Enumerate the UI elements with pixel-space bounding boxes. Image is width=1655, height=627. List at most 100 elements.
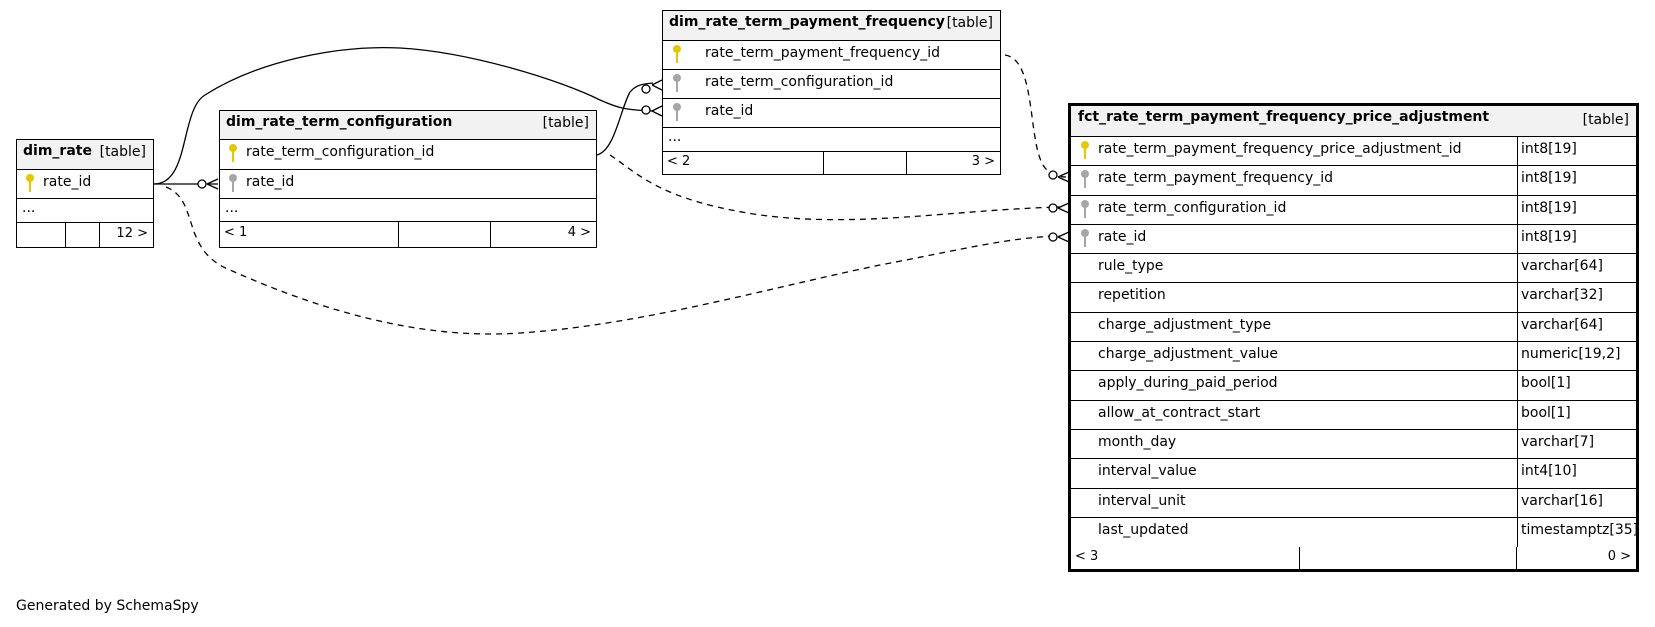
column-name: rate_id xyxy=(1098,228,1147,245)
table-type: [table] xyxy=(1582,112,1629,128)
relationship-line-payfreq-to-fact xyxy=(1004,54,1067,178)
table-header: dim_rate_term_configuration [table] xyxy=(220,111,596,140)
crowfoot-marker xyxy=(651,79,663,91)
column-row: rate_term_payment_frequency_id int8[19] xyxy=(1071,166,1636,196)
ellipsis-row: ... xyxy=(17,199,153,223)
column-type: int8[19] xyxy=(1517,224,1636,254)
column-name: charge_adjustment_type xyxy=(1098,316,1272,333)
column-list: rate_term_payment_frequency_price_adjust… xyxy=(1071,137,1636,548)
column-name: rate_id xyxy=(43,174,92,190)
table-footer: < 2 3 > xyxy=(663,152,1000,174)
primary-key-icon xyxy=(673,45,681,63)
column-type: int8[19] xyxy=(1517,137,1636,166)
primary-key-icon xyxy=(1081,141,1089,159)
generated-by-credit: Generated by SchemaSpy xyxy=(16,598,199,614)
table-name: dim_rate xyxy=(23,143,92,159)
crowfoot-marker xyxy=(1057,202,1070,214)
footer-children[interactable]: 3 > xyxy=(971,154,995,169)
footer-parents[interactable]: < 1 xyxy=(220,222,399,247)
column-name: rate_term_payment_frequency_id xyxy=(1098,170,1334,187)
relationship-line-config-to-payfreq xyxy=(596,82,654,156)
column-row: charge_adjustment_value numeric[19,2] xyxy=(1071,342,1636,372)
column-row: month_day varchar[7] xyxy=(1071,429,1636,460)
table-dim-rate-term-configuration[interactable]: dim_rate_term_configuration [table] rate… xyxy=(219,110,597,248)
primary-key-icon xyxy=(229,144,237,162)
column-name: month_day xyxy=(1098,433,1177,450)
table-dim-rate[interactable]: dim_rate [table] rate_id ... 12 > xyxy=(16,139,154,248)
relationship-marker xyxy=(1048,203,1058,213)
foreign-key-icon xyxy=(673,74,681,92)
column-row: rate_id int8[19] xyxy=(1071,224,1636,255)
table-header: fct_rate_term_payment_frequency_price_ad… xyxy=(1071,106,1636,137)
more-columns: ... xyxy=(225,200,239,216)
column-row: rate_term_configuration_id xyxy=(663,70,1000,99)
column-type: numeric[19,2] xyxy=(1517,342,1636,371)
column-name: rate_term_configuration_id xyxy=(1098,199,1287,216)
footer-parents[interactable] xyxy=(17,223,66,247)
foreign-key-icon xyxy=(1081,199,1089,218)
crowfoot-marker xyxy=(1057,231,1070,243)
column-name: rate_term_configuration_id xyxy=(705,74,894,90)
footer-parents[interactable]: < 3 xyxy=(1071,547,1300,571)
column-name: rate_term_configuration_id xyxy=(246,144,435,160)
table-header: dim_rate [table] xyxy=(17,140,153,170)
column-type: timestamptz[35] xyxy=(1517,517,1636,548)
column-name: charge_adjustment_value xyxy=(1098,346,1279,363)
column-row: interval_unit varchar[16] xyxy=(1071,488,1636,518)
column-type: bool[1] xyxy=(1517,371,1636,400)
crowfoot-marker xyxy=(651,105,663,117)
footer-spacer xyxy=(66,223,100,247)
table-footer: 12 > xyxy=(17,223,153,247)
table-footer: < 3 0 > xyxy=(1071,547,1636,571)
foreign-key-icon xyxy=(673,103,681,121)
relationship-line-rate-to-fact xyxy=(165,186,1061,335)
column-type: varchar[64] xyxy=(1517,254,1636,283)
column-name: rate_id xyxy=(705,103,754,119)
column-type: int8[19] xyxy=(1517,166,1636,195)
relationship-marker xyxy=(1048,232,1058,242)
column-type: varchar[64] xyxy=(1517,312,1636,342)
more-columns: ... xyxy=(668,129,682,145)
footer-spacer xyxy=(824,152,907,174)
primary-key-icon xyxy=(26,174,34,192)
foreign-key-icon xyxy=(1081,170,1089,189)
relationship-marker xyxy=(1048,170,1058,180)
table-name: fct_rate_term_payment_frequency_price_ad… xyxy=(1078,109,1490,125)
relationship-line-config-to-fact xyxy=(609,154,1061,221)
crowfoot-marker xyxy=(206,178,219,190)
column-name: interval_unit xyxy=(1098,492,1186,509)
column-name: apply_during_paid_period xyxy=(1098,375,1278,392)
column-row: rate_term_payment_frequency_id xyxy=(663,41,1000,70)
column-name: rule_type xyxy=(1098,258,1164,275)
table-dim-rate-term-payment-frequency[interactable]: dim_rate_term_payment_frequency [table] … xyxy=(662,10,1001,175)
relationship-marker xyxy=(197,179,207,189)
footer-children[interactable]: 12 > xyxy=(116,226,148,241)
table-name: dim_rate_term_configuration xyxy=(226,114,453,130)
table-fct-rate-term-payment-frequency-price-adjustment[interactable]: fct_rate_term_payment_frequency_price_ad… xyxy=(1068,103,1639,572)
column-row: rule_type varchar[64] xyxy=(1071,254,1636,284)
relationship-line-rate-to-payfreq xyxy=(153,46,654,185)
footer-children[interactable]: 0 > xyxy=(1607,549,1631,565)
column-name: rate_id xyxy=(246,174,295,190)
table-type: [table] xyxy=(946,15,993,31)
column-type: int4[10] xyxy=(1517,459,1636,488)
table-type: [table] xyxy=(99,144,146,160)
footer-spacer xyxy=(1300,547,1517,571)
column-type: varchar[16] xyxy=(1517,488,1636,517)
table-type: [table] xyxy=(542,115,589,131)
footer-children[interactable]: 4 > xyxy=(567,225,591,240)
column-name: rate_term_payment_frequency_price_adjust… xyxy=(1098,141,1462,157)
column-type: varchar[7] xyxy=(1517,429,1636,459)
column-row: charge_adjustment_type varchar[64] xyxy=(1071,312,1636,343)
footer-parents[interactable]: < 2 xyxy=(663,152,824,174)
table-footer: < 1 4 > xyxy=(220,222,596,247)
column-name: allow_at_contract_start xyxy=(1098,404,1261,421)
relationship-marker xyxy=(641,84,651,94)
column-row: rate_id xyxy=(220,170,596,199)
foreign-key-icon xyxy=(1081,228,1089,247)
